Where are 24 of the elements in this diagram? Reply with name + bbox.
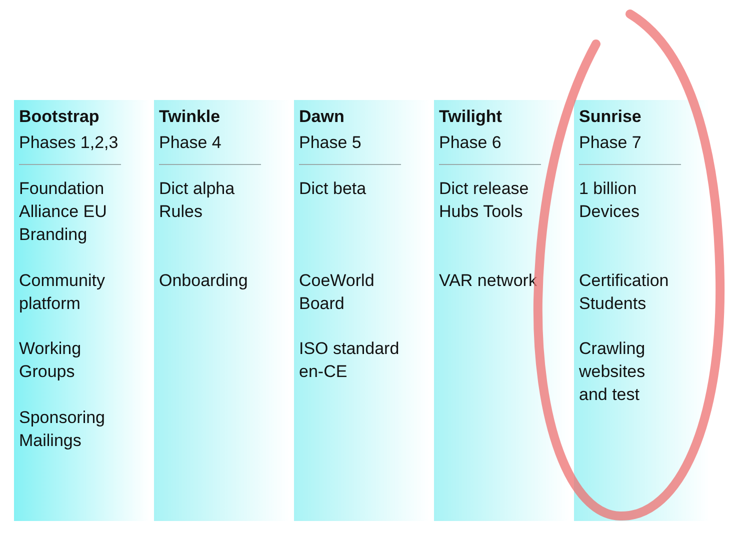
item-list: VAR network: [439, 269, 549, 292]
item-list: Working Groups: [19, 337, 119, 383]
item-list: Onboarding: [159, 269, 269, 292]
column-title: Dawn: [299, 106, 344, 128]
item-list: Foundation Alliance EU Branding: [19, 177, 119, 246]
phase-label: Phase 5: [299, 132, 362, 154]
phase-label: Phase 6: [439, 132, 502, 154]
item-list: Dict release Hubs Tools: [439, 177, 549, 223]
phase-label: Phases 1,2,3: [19, 132, 118, 154]
item-list: ISO standard en-CE: [299, 337, 414, 383]
item-list: Dict beta: [299, 177, 414, 200]
item-list: Sponsoring Mailings: [19, 406, 119, 452]
item-list: CoeWorld Board: [299, 269, 414, 315]
column-title: Twinkle: [159, 106, 220, 128]
column-title: Sunrise: [579, 106, 642, 128]
item-list: Crawling websites and test: [579, 337, 674, 406]
phase-label: Phase 4: [159, 132, 222, 154]
item-list: Certification Students: [579, 269, 674, 315]
column-title: Bootstrap: [19, 106, 100, 128]
column-title: Twilight: [439, 106, 502, 128]
phase-label: Phase 7: [579, 132, 642, 154]
item-list: Community platform: [19, 269, 119, 315]
item-list: Dict alpha Rules: [159, 177, 269, 223]
item-list: 1 billion Devices: [579, 177, 674, 223]
